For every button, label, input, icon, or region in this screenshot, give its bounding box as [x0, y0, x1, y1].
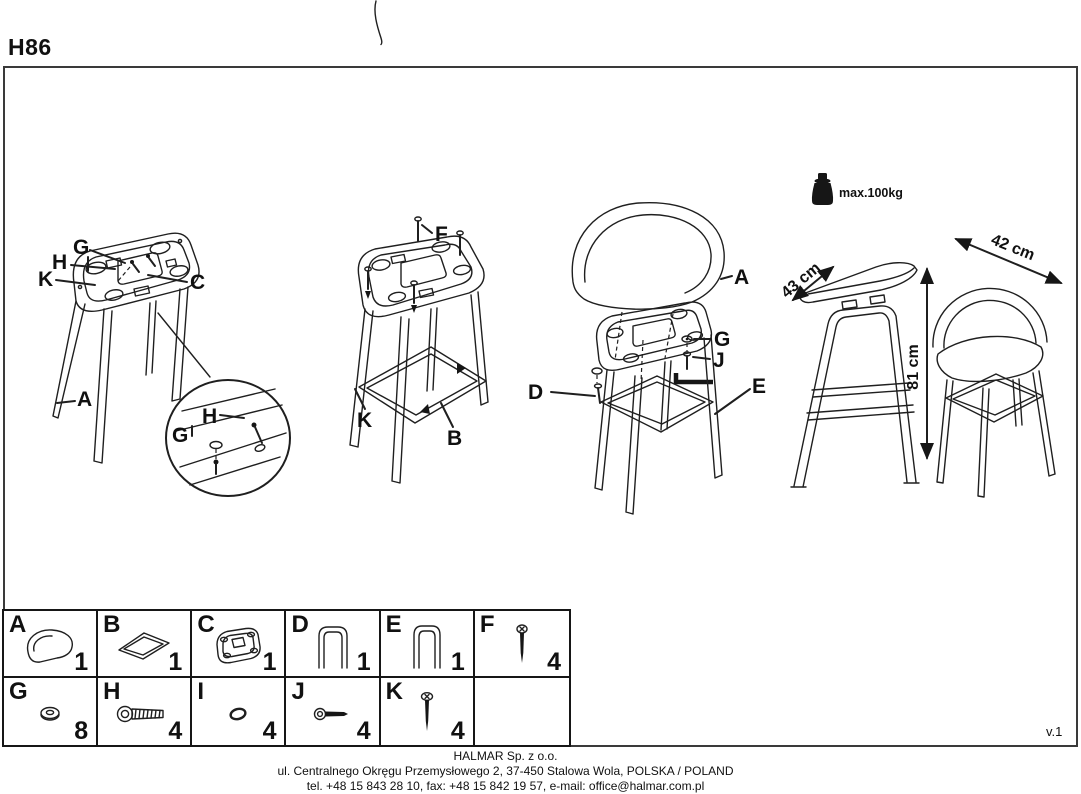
part-qty: 1	[74, 648, 89, 676]
step3-left-fastener	[591, 367, 603, 404]
part-id: I	[197, 678, 204, 705]
dim-depth: 43 cm	[778, 259, 835, 302]
label-a: A	[734, 266, 749, 289]
dim-width: 42 cm	[954, 231, 1063, 284]
scan-mark	[374, 0, 383, 46]
part-cell-c: C 1	[192, 611, 287, 678]
step3-right-fastener	[673, 335, 713, 385]
zoom-label-h: H	[202, 405, 217, 428]
label-k: K	[38, 268, 53, 291]
step3-seat	[571, 201, 725, 310]
part-id: H	[103, 678, 121, 705]
label-b: B	[447, 427, 462, 450]
footer-contact: tel. +48 15 843 28 10, fax: +48 15 842 1…	[306, 779, 705, 794]
part-qty: 1	[356, 648, 371, 676]
part-cell-d: D 1	[286, 611, 381, 678]
washer-icon	[40, 706, 60, 721]
step2-footrest	[358, 346, 487, 424]
screw-icon	[516, 624, 528, 664]
part-id: A	[9, 611, 27, 638]
weight-limit-label: max.100kg	[839, 186, 903, 200]
short-bolt-icon	[313, 707, 348, 721]
label-g: G	[73, 236, 89, 259]
step3-legs	[594, 334, 723, 515]
ring-icon	[229, 707, 247, 721]
part-qty: 1	[168, 648, 183, 676]
dim-height-label: 81 cm	[905, 344, 922, 389]
step1-diagram: G H K C A H G	[38, 232, 291, 497]
part-id: D	[291, 611, 309, 638]
parts-table: A 1 B 1 C 1	[2, 609, 571, 747]
step1-inner-bolts	[117, 254, 156, 282]
part-id: G	[9, 678, 28, 705]
label-e: E	[752, 375, 766, 398]
label-a: A	[77, 388, 92, 411]
zoom-label-g: G	[172, 424, 188, 447]
step1-labels: G H K C A	[38, 236, 205, 411]
footer-address: ul. Centralnego Okręgu Przemysłowego 2, …	[277, 764, 734, 779]
step3-diagram: A G J E D	[528, 201, 766, 515]
part-cell-a: A 1	[4, 611, 99, 678]
part-qty: 4	[262, 717, 277, 745]
part-cell-empty	[475, 678, 569, 745]
label-k: K	[357, 409, 372, 432]
part-qty: 1	[450, 648, 465, 676]
part-qty: 1	[262, 648, 277, 676]
dim-height: 81 cm	[905, 267, 934, 460]
part-cell-b: B 1	[98, 611, 193, 678]
leg-frame-icon	[413, 625, 441, 669]
label-h: H	[52, 251, 67, 274]
page-title: H86	[8, 34, 52, 60]
part-qty: 4	[168, 717, 183, 745]
label-d: D	[528, 381, 543, 404]
part-id: C	[197, 611, 215, 638]
label-g: G	[714, 328, 730, 351]
step3-labels: A G J E D	[528, 266, 766, 415]
side-view-stool	[790, 262, 920, 488]
seat-shell-icon	[26, 629, 74, 663]
step2-legs	[349, 291, 489, 484]
seat-bracket-icon	[216, 627, 262, 664]
hex-bolt-icon	[117, 705, 164, 723]
dimension-diagram: 43 cm 81 cm 42 cm	[778, 231, 1063, 498]
version-label: v.1	[1046, 724, 1063, 739]
part-id: K	[385, 678, 403, 705]
part-id: E	[385, 611, 402, 638]
leg-frame-icon	[317, 626, 348, 669]
part-qty: 4	[356, 717, 371, 745]
step3-bracket	[595, 301, 713, 372]
part-cell-e: E 1	[380, 611, 475, 678]
footer-company: HALMAR Sp. z o.o.	[453, 749, 558, 763]
part-cell-g: G 8	[4, 678, 99, 745]
part-qty: 4	[450, 717, 465, 745]
weight-icon	[811, 173, 834, 205]
label-j: J	[713, 349, 725, 372]
step2-screws-f	[364, 216, 464, 313]
part-id: B	[103, 611, 121, 638]
part-cell-h: H 4	[98, 678, 193, 745]
part-cell-k: K 4	[381, 678, 475, 745]
part-id: J	[291, 678, 305, 705]
front-view-stool	[932, 287, 1056, 498]
part-qty: 8	[74, 717, 89, 745]
part-id: F	[479, 611, 495, 638]
part-qty: 4	[547, 648, 561, 676]
allen-key-icon	[673, 373, 713, 385]
footrest-frame-icon	[118, 632, 170, 660]
step1-zoom-callout: H G	[157, 312, 291, 497]
footer: HALMAR Sp. z o.o. ul. Centralnego Okręgu…	[0, 749, 1011, 794]
step2-bracket	[357, 235, 485, 318]
step3-footrest	[600, 375, 714, 433]
label-f: F	[435, 223, 448, 246]
label-c: C	[190, 271, 205, 294]
dim-width-label: 42 cm	[988, 231, 1036, 264]
step1-legs	[52, 286, 189, 464]
step1-bracket	[72, 232, 200, 313]
step2-labels: F K B	[354, 223, 462, 450]
part-cell-j: J 4	[286, 678, 381, 745]
part-cell-i: I 4	[192, 678, 287, 745]
step2-diagram: F K B	[349, 216, 489, 484]
part-cell-f: F 4	[474, 611, 569, 678]
screw-icon	[420, 692, 433, 732]
